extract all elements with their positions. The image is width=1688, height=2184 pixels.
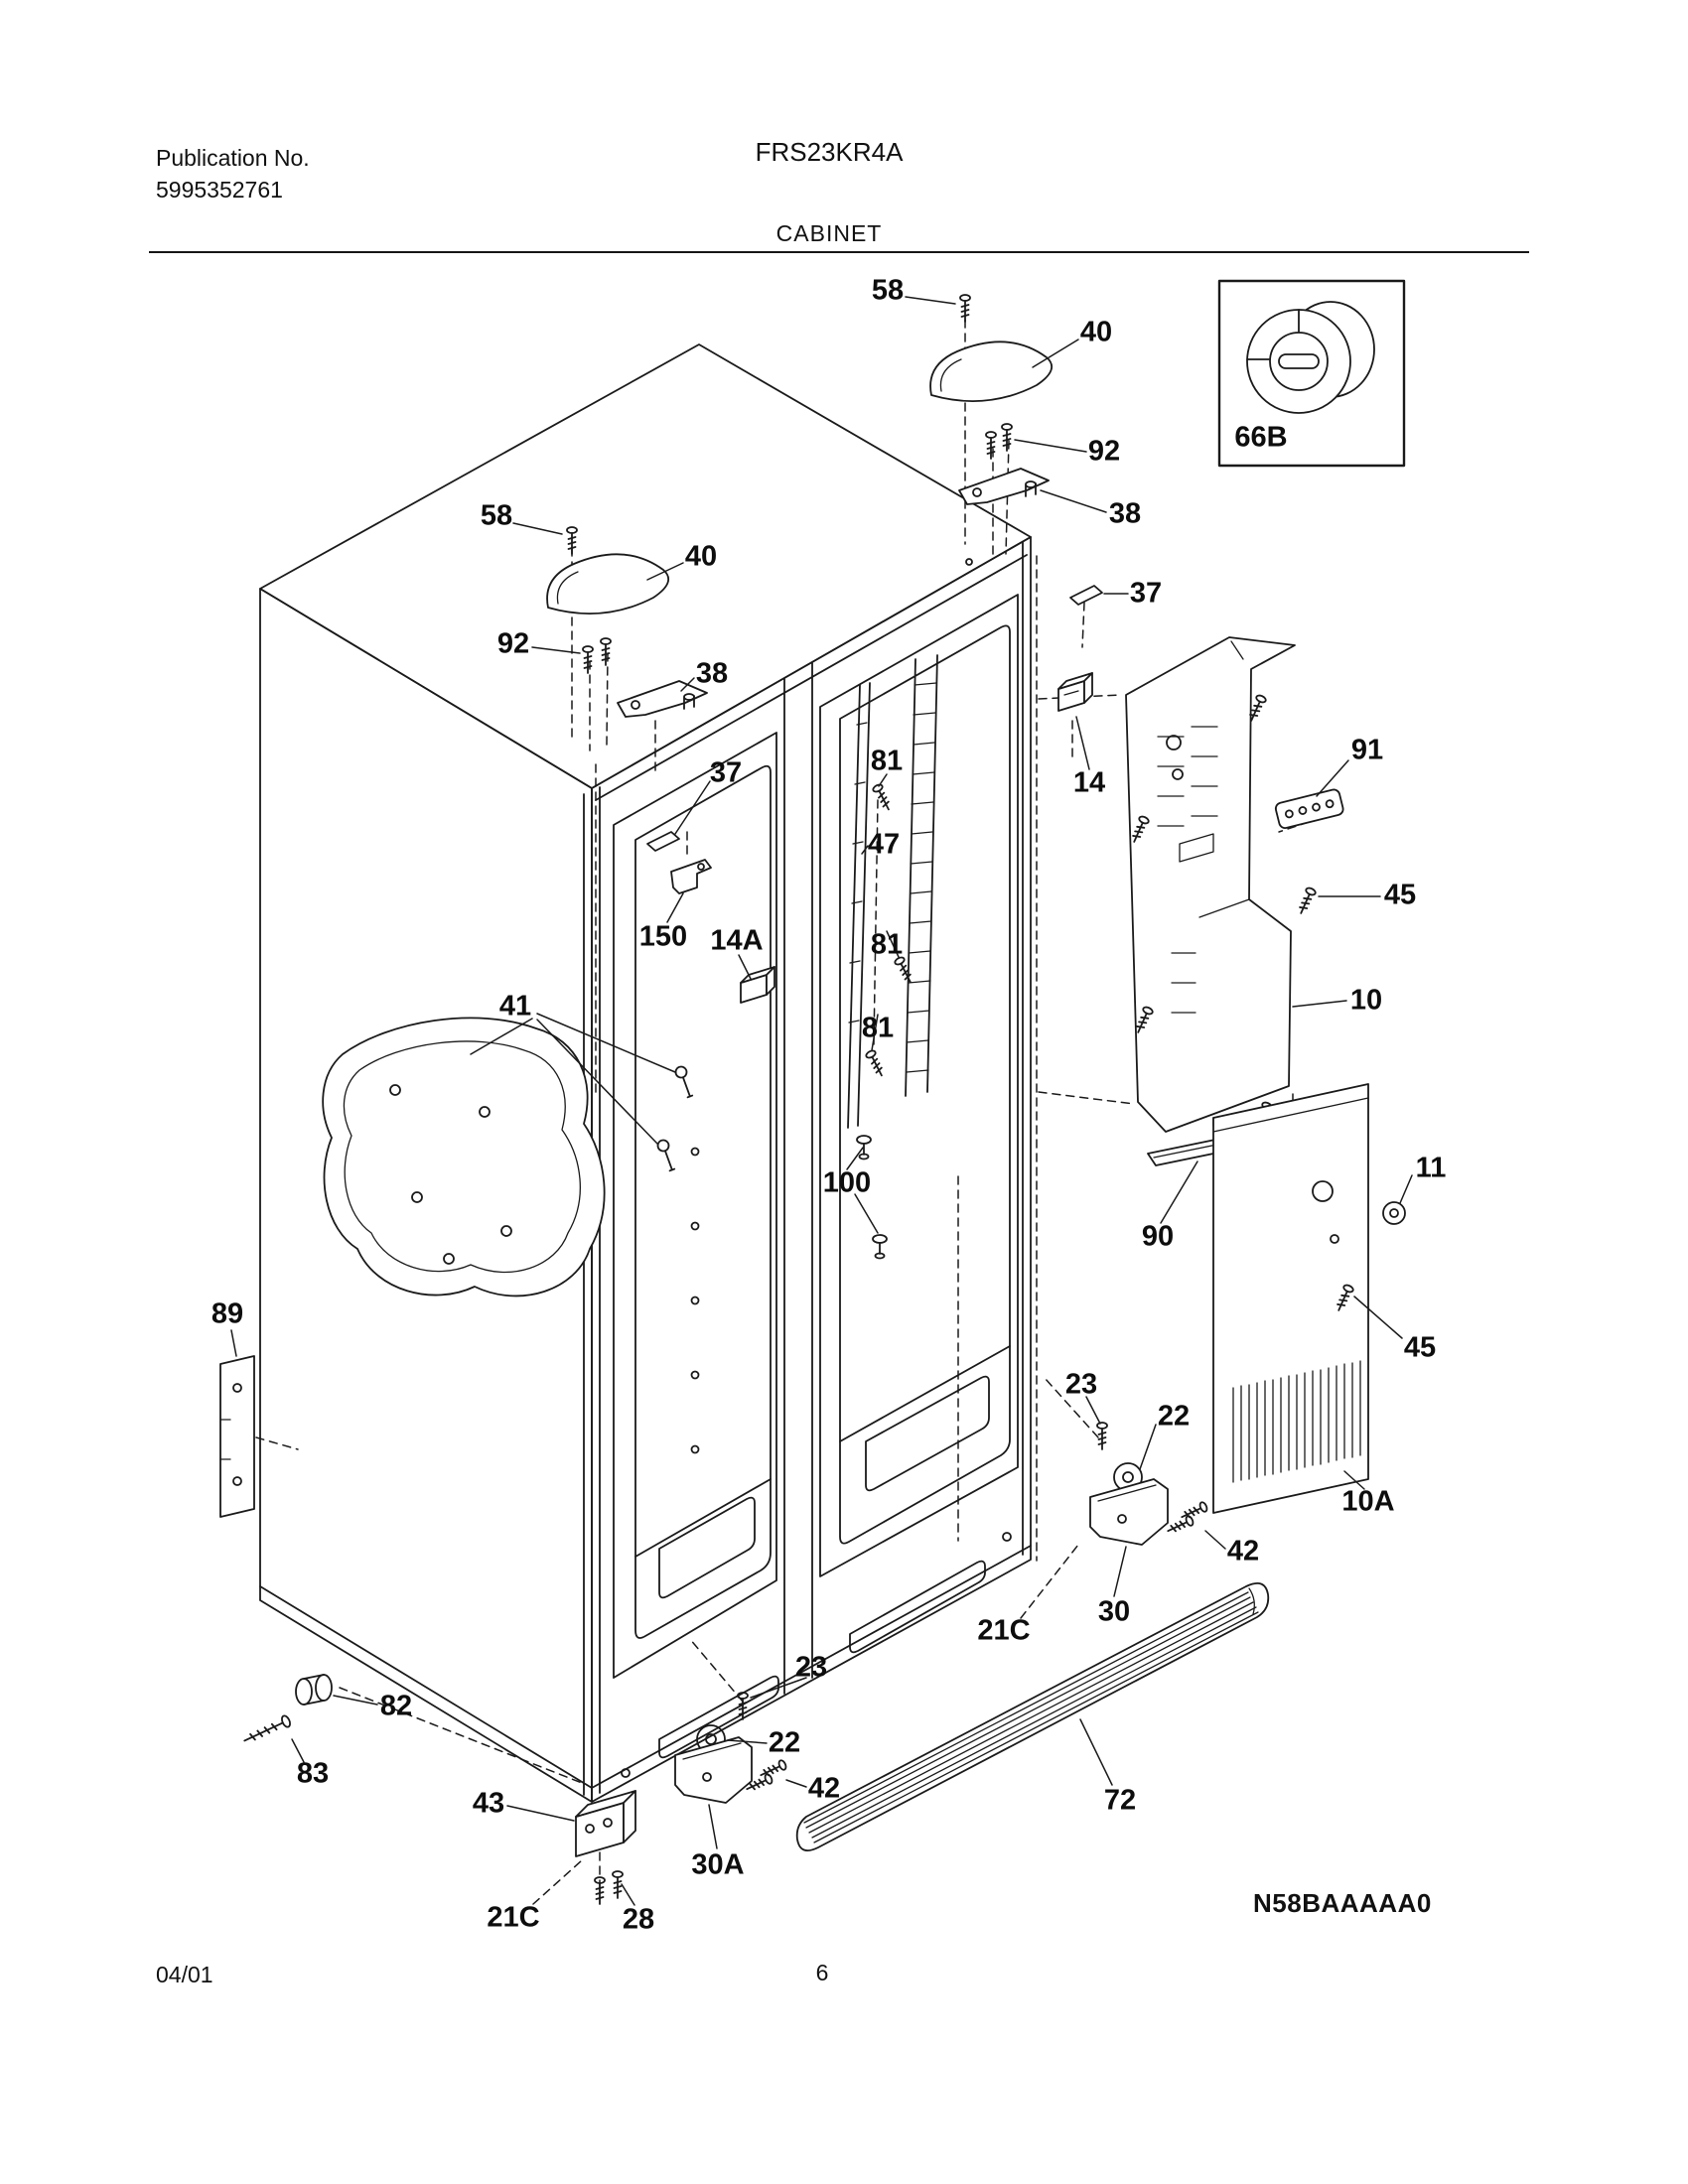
diagram-code: N58BAAAAA0 — [1253, 1888, 1432, 1918]
hinge-cover-40-right — [929, 341, 1054, 402]
publication-label: Publication No. — [156, 145, 310, 171]
header-rule — [149, 251, 1529, 253]
footer-page-number: 6 — [815, 1960, 829, 1985]
clip-37-right — [1069, 585, 1103, 606]
clip-37-left — [646, 831, 680, 852]
bracket-91 — [1274, 788, 1344, 830]
plate-89 — [219, 1355, 255, 1518]
bolt-41-b — [655, 1138, 678, 1173]
hinge-cover-40-left — [546, 553, 670, 614]
roller-82 — [295, 1674, 333, 1706]
inset-66b — [1217, 279, 1406, 468]
publication-number: 5995352761 — [156, 177, 283, 203]
screw-83 — [240, 1713, 293, 1747]
model-number: FRS23KR4A — [755, 137, 904, 167]
screw-81-c — [864, 1048, 888, 1079]
screw-58-right — [959, 294, 971, 323]
screw-81-a — [871, 782, 895, 813]
shield-panel-41 — [322, 1017, 696, 1297]
screw-58-left — [566, 526, 578, 555]
footer-date: 04/01 — [156, 1962, 213, 1987]
roller-assembly-left — [674, 1692, 788, 1804]
inset-label: 66B — [1234, 421, 1288, 454]
bracket-43 — [575, 1790, 636, 1905]
hinge-top-right — [929, 294, 1054, 505]
box-14a — [740, 966, 775, 1004]
callout-leader-lines — [230, 296, 1413, 1906]
bolt-41-a — [673, 1064, 696, 1100]
section-title: CABINET — [775, 220, 883, 246]
back-panel-10a — [1212, 1083, 1369, 1514]
hinge-plate-38-right — [958, 468, 1050, 505]
bracket-150 — [670, 859, 712, 894]
cabinet-body — [259, 343, 1032, 1803]
shelf-pins-100 — [856, 1135, 888, 1260]
hinge-top-left — [546, 526, 708, 718]
box-14 — [1057, 672, 1093, 712]
bracket-30 — [1089, 1478, 1169, 1546]
shelf-rails — [847, 654, 938, 1129]
roller-assembly-right — [1089, 1422, 1209, 1546]
screw-81-b — [893, 955, 916, 986]
hinge-plate-38-left — [617, 680, 708, 718]
bracket-30a — [674, 1736, 753, 1804]
toe-grille-72 — [795, 1582, 1270, 1851]
grommet-11 — [1382, 1201, 1406, 1225]
air-duct-panel-10 — [1125, 636, 1296, 1133]
cabinet-interior — [259, 541, 1032, 1796]
screw-23-right — [1096, 1422, 1108, 1450]
